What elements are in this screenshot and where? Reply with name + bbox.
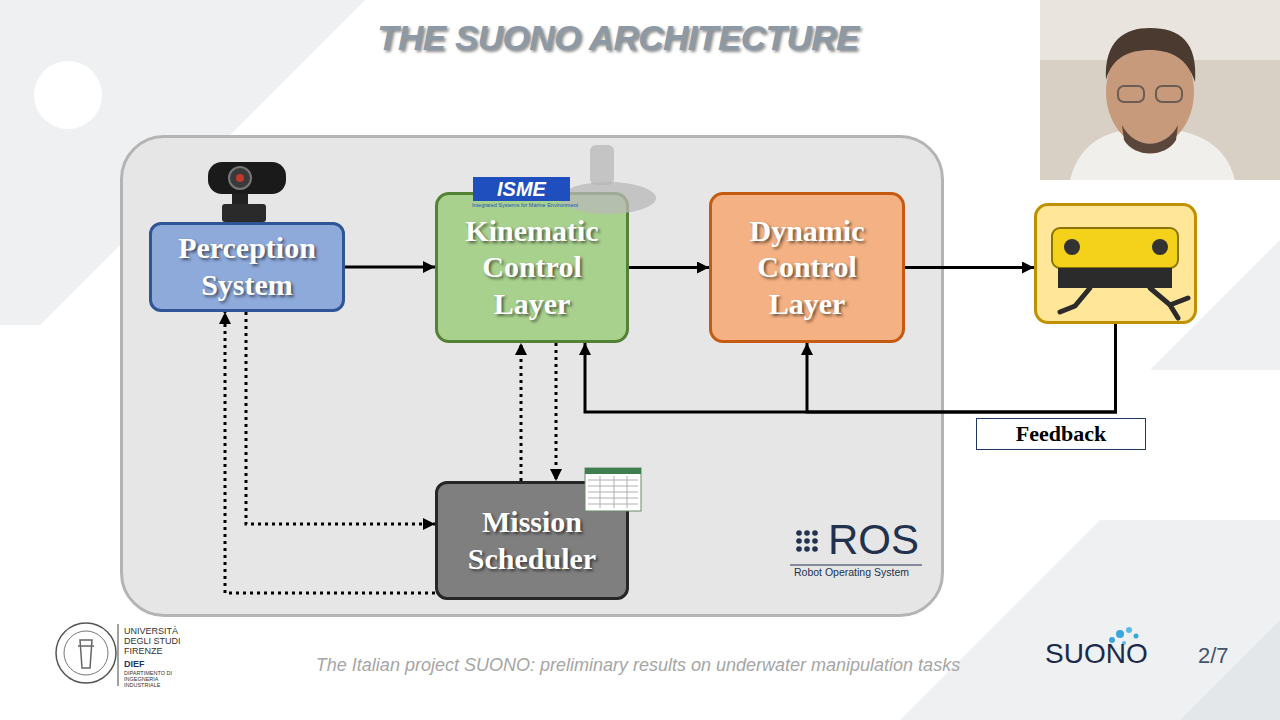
slide-title: THE SUONO ARCHITECTURE (300, 18, 936, 58)
rov-thruster (1064, 239, 1080, 255)
speaker-glasses (1118, 86, 1144, 102)
slide-footer: The Italian project SUONO: preliminary r… (258, 655, 1018, 676)
webcam-neck (232, 194, 248, 204)
background-circle (34, 61, 102, 129)
system-container: ROS Robot Operating System Perception Syst… (120, 135, 944, 617)
box-label: Mission Scheduler (452, 504, 612, 577)
ros-dot (796, 530, 802, 536)
flow-arrow (345, 266, 435, 269)
process-box: Mission Scheduler (435, 481, 629, 600)
logo-text: ROS (828, 519, 919, 561)
ros-dot (804, 530, 810, 536)
schedule-thumbnail-grid (588, 476, 638, 508)
ros-dot (812, 530, 818, 536)
institution-name: UNIVERSITÀ DEGLI STUDI FIRENZE (124, 626, 188, 656)
submarine-hull (560, 182, 656, 214)
edge-label: Feedback (976, 418, 1146, 450)
rov-manipulator (1060, 288, 1188, 318)
dotted-arrow (225, 312, 435, 593)
ros-dot (812, 538, 818, 544)
page-number: 2/7 (1198, 645, 1229, 667)
flow-arrow (807, 324, 1116, 412)
flow-arrow (629, 266, 709, 269)
logo-subtext: Robot Operating System (794, 567, 909, 578)
speaker-beard (1122, 125, 1178, 154)
ros-dot (812, 546, 818, 552)
dotted-arrow (520, 343, 523, 481)
box-label: Dynamic Control Layer (730, 213, 884, 323)
process-box: Dynamic Control Layer (709, 192, 905, 343)
university-seal-figure (78, 640, 94, 668)
speaker-hair (1106, 28, 1195, 82)
logo-bubble (1109, 637, 1115, 643)
logo-bubble (1122, 641, 1126, 645)
ros-dot (796, 538, 802, 544)
rov-body (1052, 228, 1178, 268)
webcam-lens (229, 167, 251, 189)
speaker-glasses (1156, 86, 1182, 102)
schedule-thumbnail (585, 468, 641, 511)
dotted-arrow (555, 343, 558, 481)
process-box: Perception System (149, 222, 345, 312)
logo-bubble (1134, 634, 1139, 639)
department-code: DIEF (124, 659, 145, 669)
webcam-lens-center (236, 174, 244, 182)
ros-underline (790, 565, 922, 566)
logo-bubble (1126, 627, 1132, 633)
box-label: Kinematic Control Layer (456, 213, 608, 323)
ros-dot (796, 546, 802, 552)
department-name: DIPARTIMENTO DI INGEGNERIA INDUSTRIALE (124, 670, 174, 688)
schedule-thumbnail-header (585, 468, 641, 474)
background-shape (1180, 620, 1280, 720)
process-box: Kinematic Control Layer (435, 192, 629, 343)
university-seal (56, 623, 116, 683)
project-logo: SUONO (1045, 640, 1148, 668)
flow-arrow (585, 324, 1116, 412)
ros-dot (804, 538, 810, 544)
university-seal-inner (64, 631, 108, 675)
logo-bubble (1116, 630, 1124, 638)
rov-frame (1058, 268, 1172, 288)
rov-thruster (1152, 239, 1168, 255)
background-shape (900, 520, 1280, 720)
webcam-clip (222, 204, 266, 222)
box-label: Perception System (160, 230, 334, 303)
logo-divider (118, 624, 119, 686)
flow-arrow (905, 266, 1034, 269)
submarine-tower (590, 145, 614, 185)
dotted-arrow (246, 312, 435, 524)
webcam-body (208, 162, 286, 194)
ros-dot (804, 546, 810, 552)
speaker-video (1040, 0, 1280, 180)
vehicle-box (1034, 203, 1197, 324)
